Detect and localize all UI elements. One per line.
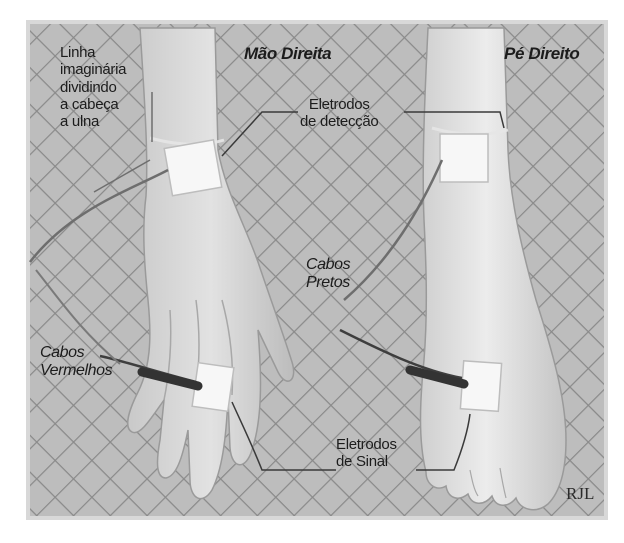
hand-title: Mão Direita [244, 44, 331, 64]
label-line: Cabos [306, 256, 350, 274]
label-line: Pretos [306, 274, 350, 292]
label-line: a cabeça [60, 96, 126, 113]
label-line: Linha [60, 44, 126, 61]
electrode-pad [440, 134, 488, 182]
label-line: a ulna [60, 113, 126, 130]
label-line: dividindo [60, 79, 126, 96]
label-line: Eletrodos [336, 436, 397, 453]
label-line: imaginária [60, 61, 126, 78]
red-cables-label: Cabos Vermelhos [40, 344, 112, 381]
imaginary-line-label: Linha imaginária dividindo a cabeça a ul… [60, 44, 126, 130]
detection-electrodes-label: Eletrodos de detecção [300, 96, 378, 131]
label-line: de detecção [300, 113, 378, 130]
electrode-pad [164, 140, 222, 196]
black-cables-label: Cabos Pretos [306, 256, 350, 293]
foot-title: Pé Direito [504, 44, 579, 64]
label-line: de Sinal [336, 453, 397, 470]
label-line: Cabos [40, 344, 112, 362]
label-line: Vermelhos [40, 362, 112, 380]
signal-electrodes-label: Eletrodos de Sinal [336, 436, 397, 471]
label-line: Eletrodos [300, 96, 378, 113]
artist-signature: RJL [566, 484, 594, 504]
